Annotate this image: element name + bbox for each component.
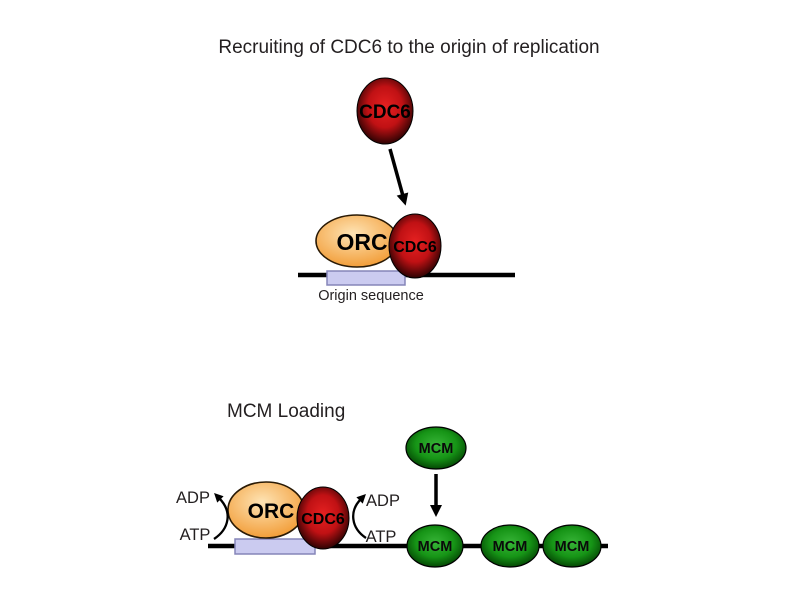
- mcm-chain-ellipse-2: [480, 524, 540, 568]
- mcm-chain-label-2: MCM: [493, 539, 528, 555]
- origin-sequence-rect-bottom: [234, 538, 316, 555]
- adp-label-left: ADP: [176, 489, 210, 507]
- bound-cdc6-label: CDC6: [393, 239, 437, 256]
- recruitment-arrow: [388, 148, 409, 206]
- free-cdc6-label: CDC6: [359, 102, 411, 123]
- atp-label-left: ATP: [180, 526, 211, 544]
- bound-cdc6-ellipse: [388, 213, 442, 279]
- origin-sequence-rect: [326, 270, 406, 286]
- mcm-chain-ellipse-3: [542, 524, 602, 568]
- cdc6-ellipse-bottom: [296, 486, 350, 550]
- free-cdc6-ellipse: [356, 77, 414, 145]
- orc-label-bottom: ORC: [248, 500, 295, 523]
- mcm-chain-ellipse-1: [406, 524, 464, 568]
- atp-adp-arrow-right: [352, 494, 367, 539]
- mcm-section-title: MCM Loading: [227, 401, 345, 422]
- orc-label-top: ORC: [336, 229, 387, 255]
- atp-label-right: ATP: [366, 528, 397, 546]
- atp-adp-arrow-left: [213, 493, 229, 540]
- recruiting-section: Recruiting of CDC6 to the origin of repl…: [218, 37, 599, 304]
- free-mcm-ellipse: [405, 426, 467, 470]
- recruiting-section-title: Recruiting of CDC6 to the origin of repl…: [218, 37, 599, 58]
- mcm-chain-label-1: MCM: [418, 539, 453, 555]
- free-mcm-label: MCM: [419, 441, 454, 457]
- mcm-chain-label-3: MCM: [555, 539, 590, 555]
- mcm-loading-section: MCM Loading MCM ORC CDC6 ADP ATP ADP ATP…: [176, 401, 608, 568]
- adp-label-right: ADP: [366, 492, 400, 510]
- cdc6-label-bottom: CDC6: [301, 511, 345, 528]
- origin-sequence-label: Origin sequence: [318, 288, 424, 304]
